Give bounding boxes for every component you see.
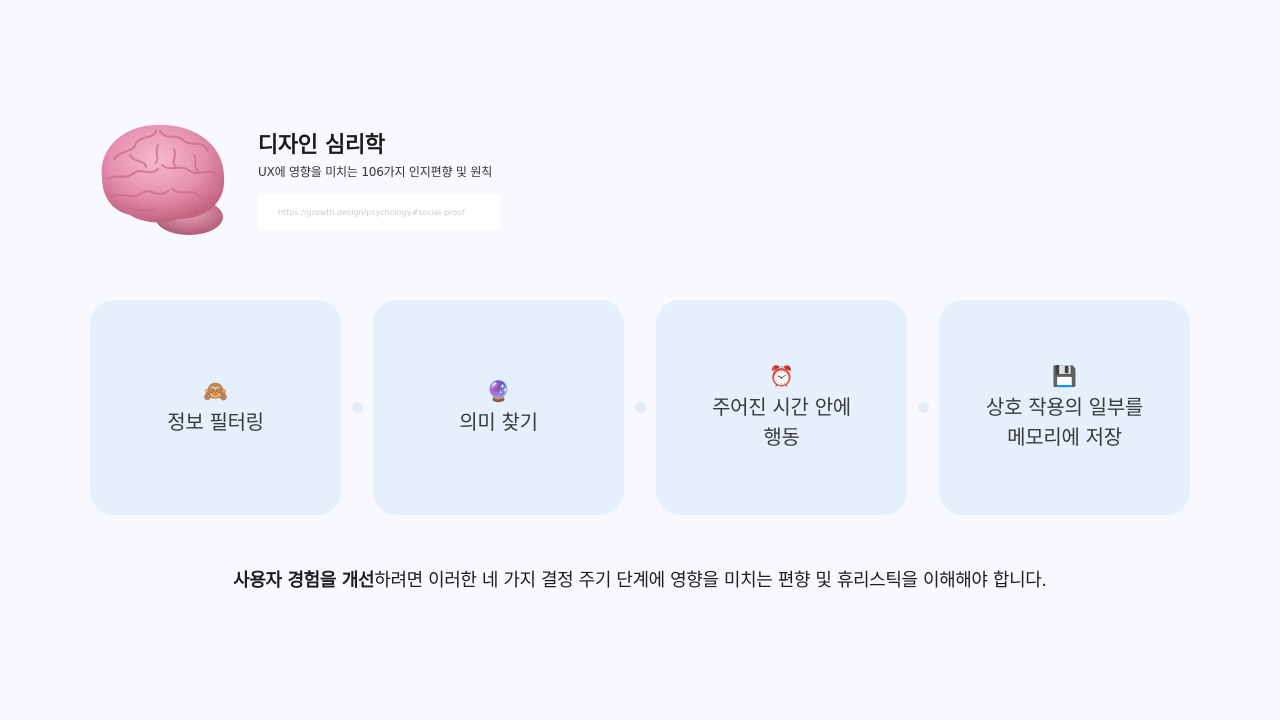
decision-stage-cards: 🙈 정보 필터링 🔮 의미 찾기 ⏰ 주어진 시간 안에 행동 💾 상호 작용의… <box>90 300 1190 515</box>
header: 디자인 심리학 UX에 영향을 미치는 106가지 인지편향 및 원칙 http… <box>90 115 530 240</box>
stage-label-line-1: 상호 작용의 일부를 <box>986 394 1143 419</box>
summary-sentence: 사용자 경험을 개선하려면 이러한 네 가지 결정 주기 단계에 영향을 미치는… <box>0 566 1280 592</box>
stage-label-line-2: 메모리에 저장 <box>1007 424 1122 449</box>
connector-dot <box>352 402 363 413</box>
connector-dot <box>918 402 929 413</box>
stage-card-acting-in-time[interactable]: ⏰ 주어진 시간 안에 행동 <box>656 300 907 515</box>
stage-card-information-filtering[interactable]: 🙈 정보 필터링 <box>90 300 341 515</box>
floppy-disk-icon: 💾 <box>1052 363 1077 388</box>
stage-label: 정보 필터링 <box>167 409 264 434</box>
page-subtitle: UX에 영향을 미치는 106가지 인지편향 및 원칙 <box>258 165 493 179</box>
page-title: 디자인 심리학 <box>258 133 385 158</box>
brain-icon <box>101 124 225 235</box>
source-url-link[interactable]: https://growth.design/psychology#social-… <box>258 194 500 230</box>
see-no-evil-monkey-icon: 🙈 <box>203 378 228 403</box>
summary-emphasis: 사용자 경험을 개선 <box>233 570 375 591</box>
summary-text: 하려면 이러한 네 가지 결정 주기 단계에 영향을 미치는 편향 및 휴리스틱… <box>374 570 1047 591</box>
connector-dot <box>635 402 646 413</box>
alarm-clock-icon: ⏰ <box>769 363 794 388</box>
stage-card-finding-meaning[interactable]: 🔮 의미 찾기 <box>373 300 624 515</box>
crystal-ball-icon: 🔮 <box>486 378 511 403</box>
stage-label: 의미 찾기 <box>459 409 538 434</box>
stage-label-line-1: 주어진 시간 안에 <box>712 394 851 419</box>
stage-label-line-2: 행동 <box>763 424 800 449</box>
stage-card-memory[interactable]: 💾 상호 작용의 일부를 메모리에 저장 <box>939 300 1190 515</box>
